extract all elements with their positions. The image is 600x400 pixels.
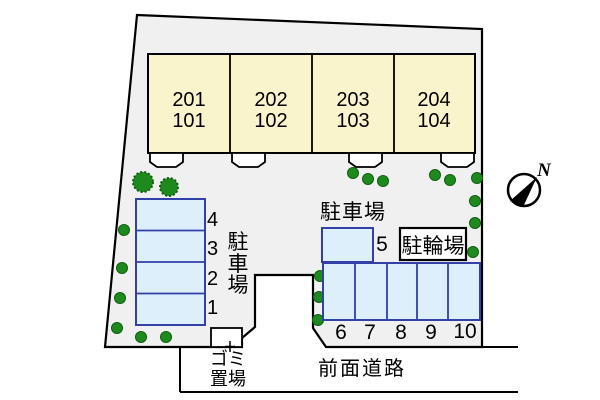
building-unit-upper-label: 201 (172, 89, 205, 111)
building-unit-lower-label: 103 (336, 110, 369, 132)
parking-space-number: 1 (207, 297, 218, 319)
bicycle-parking: 駐輪場 (398, 226, 468, 262)
compass: N (506, 160, 552, 208)
north-label: N (536, 160, 552, 181)
parking-space-number: 6 (335, 321, 347, 344)
shrub-large (159, 177, 179, 197)
tree-dot (377, 175, 389, 187)
parking-left-label-char: 駐 (228, 231, 249, 254)
garbage-label-line2: 置場 (210, 369, 246, 389)
garbage-box (210, 327, 243, 348)
building-unit-upper-label: 204 (417, 89, 450, 111)
parking-right-label: 駐車場 (320, 201, 386, 224)
tree-dot (116, 262, 128, 274)
tree-dot (118, 224, 130, 236)
tree-dot (467, 246, 479, 258)
entrance-porch (440, 152, 475, 168)
building-unit-lower-label: 102 (254, 110, 287, 132)
parking-space-number: 2 (207, 268, 218, 290)
tree-dot (111, 322, 123, 334)
parking-space-number: 3 (207, 238, 218, 260)
front-road-label: 前面道路 (318, 357, 406, 380)
building-unit-lower-label: 104 (417, 110, 450, 132)
parking-space-number: 9 (425, 321, 437, 344)
front-road (179, 346, 518, 393)
parking-left-label-char: 車 (228, 253, 249, 276)
bicycle-parking-box (398, 226, 468, 262)
entrance-porch (348, 152, 383, 168)
building-block: 201 101 202 102 203 103 204 104 (147, 53, 476, 168)
parking-space-5 (321, 227, 374, 263)
tree-dot (469, 195, 481, 207)
tree-dot (312, 314, 324, 326)
building-unit-lower-label: 101 (172, 110, 205, 132)
shrub-large (132, 171, 154, 193)
parking-space-number: 7 (364, 321, 376, 344)
parking-area-right: 駐車場 5 6 7 8 9 10 (320, 201, 481, 344)
parking-area-left: 4 3 2 1 駐 車 場 (135, 198, 249, 326)
tree-dot (429, 169, 441, 181)
tree-dot (469, 217, 481, 229)
parking-space-number: 8 (395, 321, 407, 344)
tree-dot (362, 173, 374, 185)
compass-needle (510, 177, 537, 207)
parking-space-number: 10 (453, 320, 476, 343)
tree-dot (471, 172, 483, 184)
tree-dot (114, 292, 126, 304)
entrance-porch (231, 152, 266, 168)
parking-left-label-char: 場 (228, 274, 249, 297)
parking-space-number: 4 (207, 209, 218, 231)
building-unit-upper-label: 202 (254, 89, 287, 111)
tree-dot (444, 174, 456, 186)
landscaping (111, 167, 483, 343)
garbage-leader-mark (225, 341, 235, 352)
tree-dot (347, 167, 359, 179)
tree-dot (135, 331, 147, 343)
parking-space-number: 5 (376, 233, 388, 256)
tree-dot (160, 331, 172, 343)
garbage-label-line1: ゴミ (210, 349, 246, 369)
building-unit-upper-label: 203 (336, 89, 369, 111)
bicycle-parking-label: 駐輪場 (402, 235, 465, 258)
garbage-area: ゴミ 置場 (210, 327, 246, 389)
parking-row-bottom (322, 262, 481, 321)
entrance-porch (149, 152, 184, 168)
